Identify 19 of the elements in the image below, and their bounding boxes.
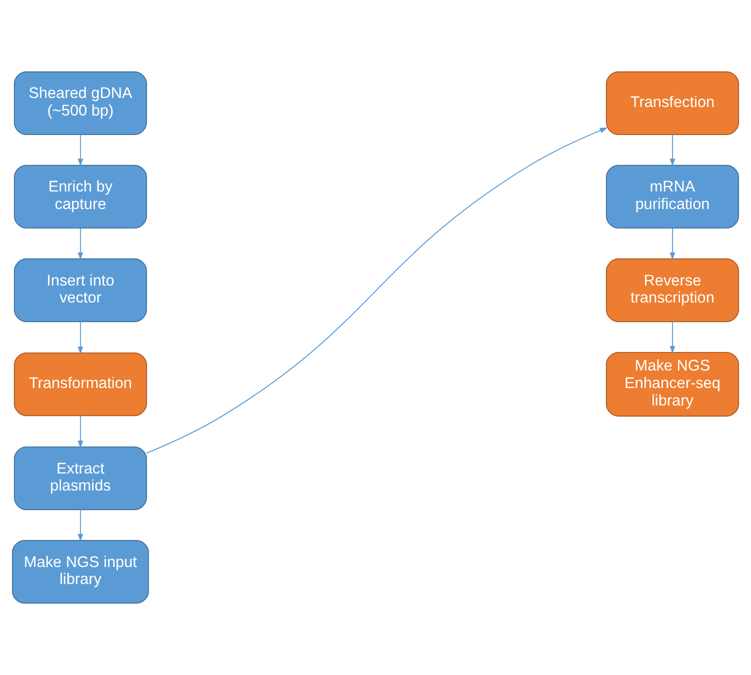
node-box: mRNA purification — [606, 164, 740, 229]
node-box: Make NGS input library — [12, 540, 149, 604]
arrow — [146, 128, 608, 454]
node-box: Make NGS Enhancer-seq library — [606, 352, 740, 417]
arrow — [78, 321, 84, 354]
node-box: Transfection — [606, 71, 740, 136]
arrow — [78, 509, 84, 542]
node-box: Transformation — [14, 352, 147, 416]
arrow — [670, 321, 676, 354]
node-box: Reverse transcription — [606, 258, 740, 322]
node-box: Extract plasmids — [14, 446, 147, 510]
arrow — [78, 415, 84, 448]
node-box: Sheared gDNA (~500 bp) — [14, 71, 147, 136]
arrow — [670, 228, 676, 260]
arrow — [670, 134, 676, 167]
node-box: Enrich by capture — [14, 164, 147, 229]
arrow — [78, 228, 84, 260]
node-box: Insert into vector — [14, 258, 147, 322]
arrow — [78, 134, 84, 167]
